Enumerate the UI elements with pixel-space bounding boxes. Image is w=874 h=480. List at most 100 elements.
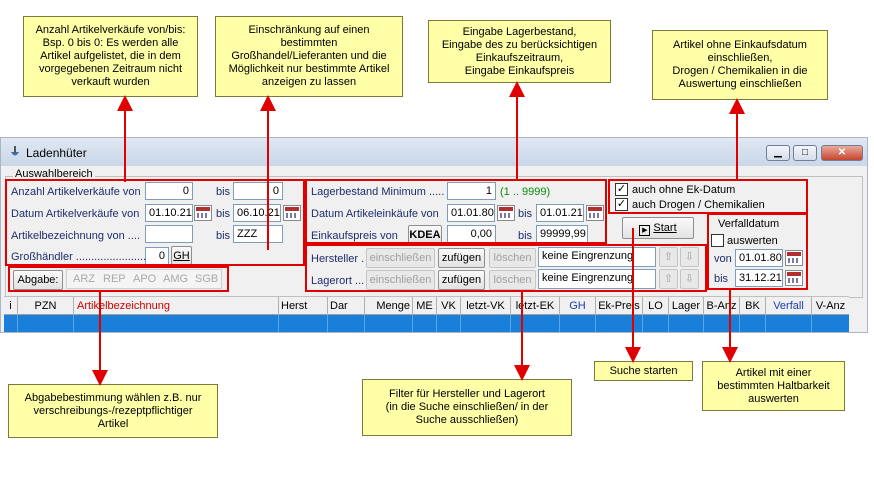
storage-include-button[interactable]: einschließen [366,270,435,290]
col-b-anz[interactable]: B-Anz [704,297,740,315]
gh-button[interactable]: GH [171,246,192,265]
storage-filter-field[interactable]: keine Eingrenzung [538,269,656,289]
abgabe-button[interactable]: Abgabe: [13,270,63,290]
expiry-evaluate-checkbox[interactable] [711,234,724,247]
storage-up-icon[interactable]: ⇧ [659,269,678,289]
abgabe-option-rep[interactable]: REP [103,273,126,285]
callout-start: Suche starten [594,361,693,381]
col-letzt-ek[interactable]: letzt-EK [511,297,560,315]
manufacturer-add-button[interactable]: zufügen [438,248,485,268]
callout-sales-count: Anzahl Artikelverkäufe von/bis: Bsp. 0 b… [23,16,198,97]
app-icon [11,146,19,156]
article-name-label: Artikelbezeichnung von .... [11,230,141,242]
calendar-icon[interactable] [785,250,803,266]
without-date-label: auch ohne Ek-Datum [632,184,736,196]
price-bis-label: bis [518,230,533,242]
price-label: Einkaufspreis von [311,230,398,242]
wholesaler-label: Großhändler ....................... [11,251,147,263]
col-verfall[interactable]: Verfall [766,297,812,315]
without-date-checkbox[interactable]: ✓ [615,183,628,196]
col-lo[interactable]: LO [643,297,669,315]
col-bk[interactable]: BK [740,297,766,315]
price-to-input[interactable]: 99999,99 [536,225,588,243]
purchase-to-input[interactable]: 01.01.21 [536,204,584,222]
highlight-middle-fields [305,179,607,244]
manufacturer-delete-button[interactable]: löschen [489,248,536,268]
abgabe-options: ARZ REP APO AMG SGB [66,269,222,289]
calendar-icon[interactable] [283,205,301,221]
sales-count-label: Anzahl Artikelverkäufe von [11,186,141,198]
expiry-to-input[interactable]: 31.12.21 [735,269,783,287]
sales-date-from-input[interactable]: 01.10.21 [145,204,193,222]
title-bar: Ladenhüter ▁ □ ✕ [1,138,867,166]
stock-min-input[interactable]: 1 [447,182,496,200]
drugs-checkbox[interactable]: ✓ [615,198,628,211]
price-from-input[interactable]: 0,00 [447,225,496,243]
callout-stock: Eingabe Lagerbestand, Eingabe des zu ber… [428,20,611,83]
storage-down-icon[interactable]: ⇩ [680,269,699,289]
highlight-abgabe [8,266,229,292]
highlight-expiry [707,213,808,290]
manufacturer-filter-field[interactable]: keine Eingrenzung [538,247,656,267]
callout-wholesaler: Einschränkung auf einen bestimmten Großh… [215,16,403,97]
article-name-from-input[interactable] [145,225,193,243]
col-me[interactable]: ME [413,297,437,315]
manufacturer-up-icon[interactable]: ⇧ [659,247,678,267]
storage-add-button[interactable]: zufügen [438,270,485,290]
callout-abgabe: Abgabebestimmung wählen z.B. nur verschr… [8,384,218,438]
col-v-anz[interactable]: V-Anz [815,300,846,312]
calendar-icon[interactable] [785,270,803,286]
col-artikelbezeichnung[interactable]: Artikelbezeichnung [74,297,279,315]
sales-date-bis-label: bis [216,208,231,220]
drugs-label: auch Drogen / Chemikalien [632,199,765,211]
sales-date-label: Datum Artikelverkäufe von [11,208,140,220]
result-grid-header: i PZN Artikelbezeichnung Herst Dar Menge… [4,296,849,315]
abgabe-option-amg[interactable]: AMG [163,273,189,285]
article-name-bis-label: bis [216,230,231,242]
window-title: Ladenhüter [26,146,87,160]
callout-without-date: Artikel ohne Einkaufsdatum einschließen,… [652,30,828,100]
calendar-icon[interactable] [194,205,212,221]
sales-to-input[interactable]: 0 [233,182,283,200]
manufacturer-include-button[interactable]: einschließen [366,248,435,268]
col-i[interactable]: i [4,297,18,315]
stock-min-label: Lagerbestand Minimum ..... [311,186,445,198]
highlight-checkboxes [608,179,808,214]
col-vk[interactable]: VK [437,297,461,315]
manufacturer-label: Hersteller . [311,253,365,265]
storage-delete-button[interactable]: löschen [489,270,536,290]
start-button[interactable]: ▶ Start [622,217,694,239]
purchase-from-input[interactable]: 01.01.80 [447,204,495,222]
col-pzn[interactable]: PZN [18,297,74,315]
article-name-to-input[interactable]: ZZZ [233,225,283,243]
close-button[interactable]: ✕ [821,145,863,161]
expiry-von-label: von [714,253,732,265]
group-label: Auswahlbereich [13,168,95,180]
abgabe-option-arz[interactable]: ARZ [73,273,95,285]
expiry-bis-label: bis [714,273,729,285]
col-letzt-vk[interactable]: letzt-VK [461,297,511,315]
sales-from-input[interactable]: 0 [145,182,193,200]
abgabe-option-apo[interactable]: APO [133,273,157,285]
col-ek-preis[interactable]: Ek-Preis [596,297,643,315]
col-gh[interactable]: GH [560,297,596,315]
table-row[interactable] [4,315,849,332]
highlight-left-fields [5,179,305,266]
col-menge[interactable]: Menge [365,297,413,315]
minimize-button[interactable]: ▁ [766,145,790,161]
col-lager[interactable]: Lager [669,297,704,315]
expiry-from-input[interactable]: 01.01.80 [735,249,783,267]
play-icon: ▶ [639,225,651,236]
abgabe-option-sgb[interactable]: SGB [195,273,219,285]
manufacturer-down-icon[interactable]: ⇩ [680,247,699,267]
purchase-bis-label: bis [518,208,533,220]
stock-range-hint: (1 .. 9999) [500,186,551,198]
calendar-icon[interactable] [586,205,604,221]
highlight-filter [305,244,707,292]
col-dar[interactable]: Dar [328,297,365,315]
col-herst[interactable]: Herst [279,297,328,315]
sales-date-to-input[interactable]: 06.10.21 [233,204,281,222]
calendar-icon[interactable] [497,205,515,221]
maximize-button[interactable]: □ [793,145,817,161]
callout-filter: Filter für Hersteller und Lagerort (in d… [362,379,572,436]
